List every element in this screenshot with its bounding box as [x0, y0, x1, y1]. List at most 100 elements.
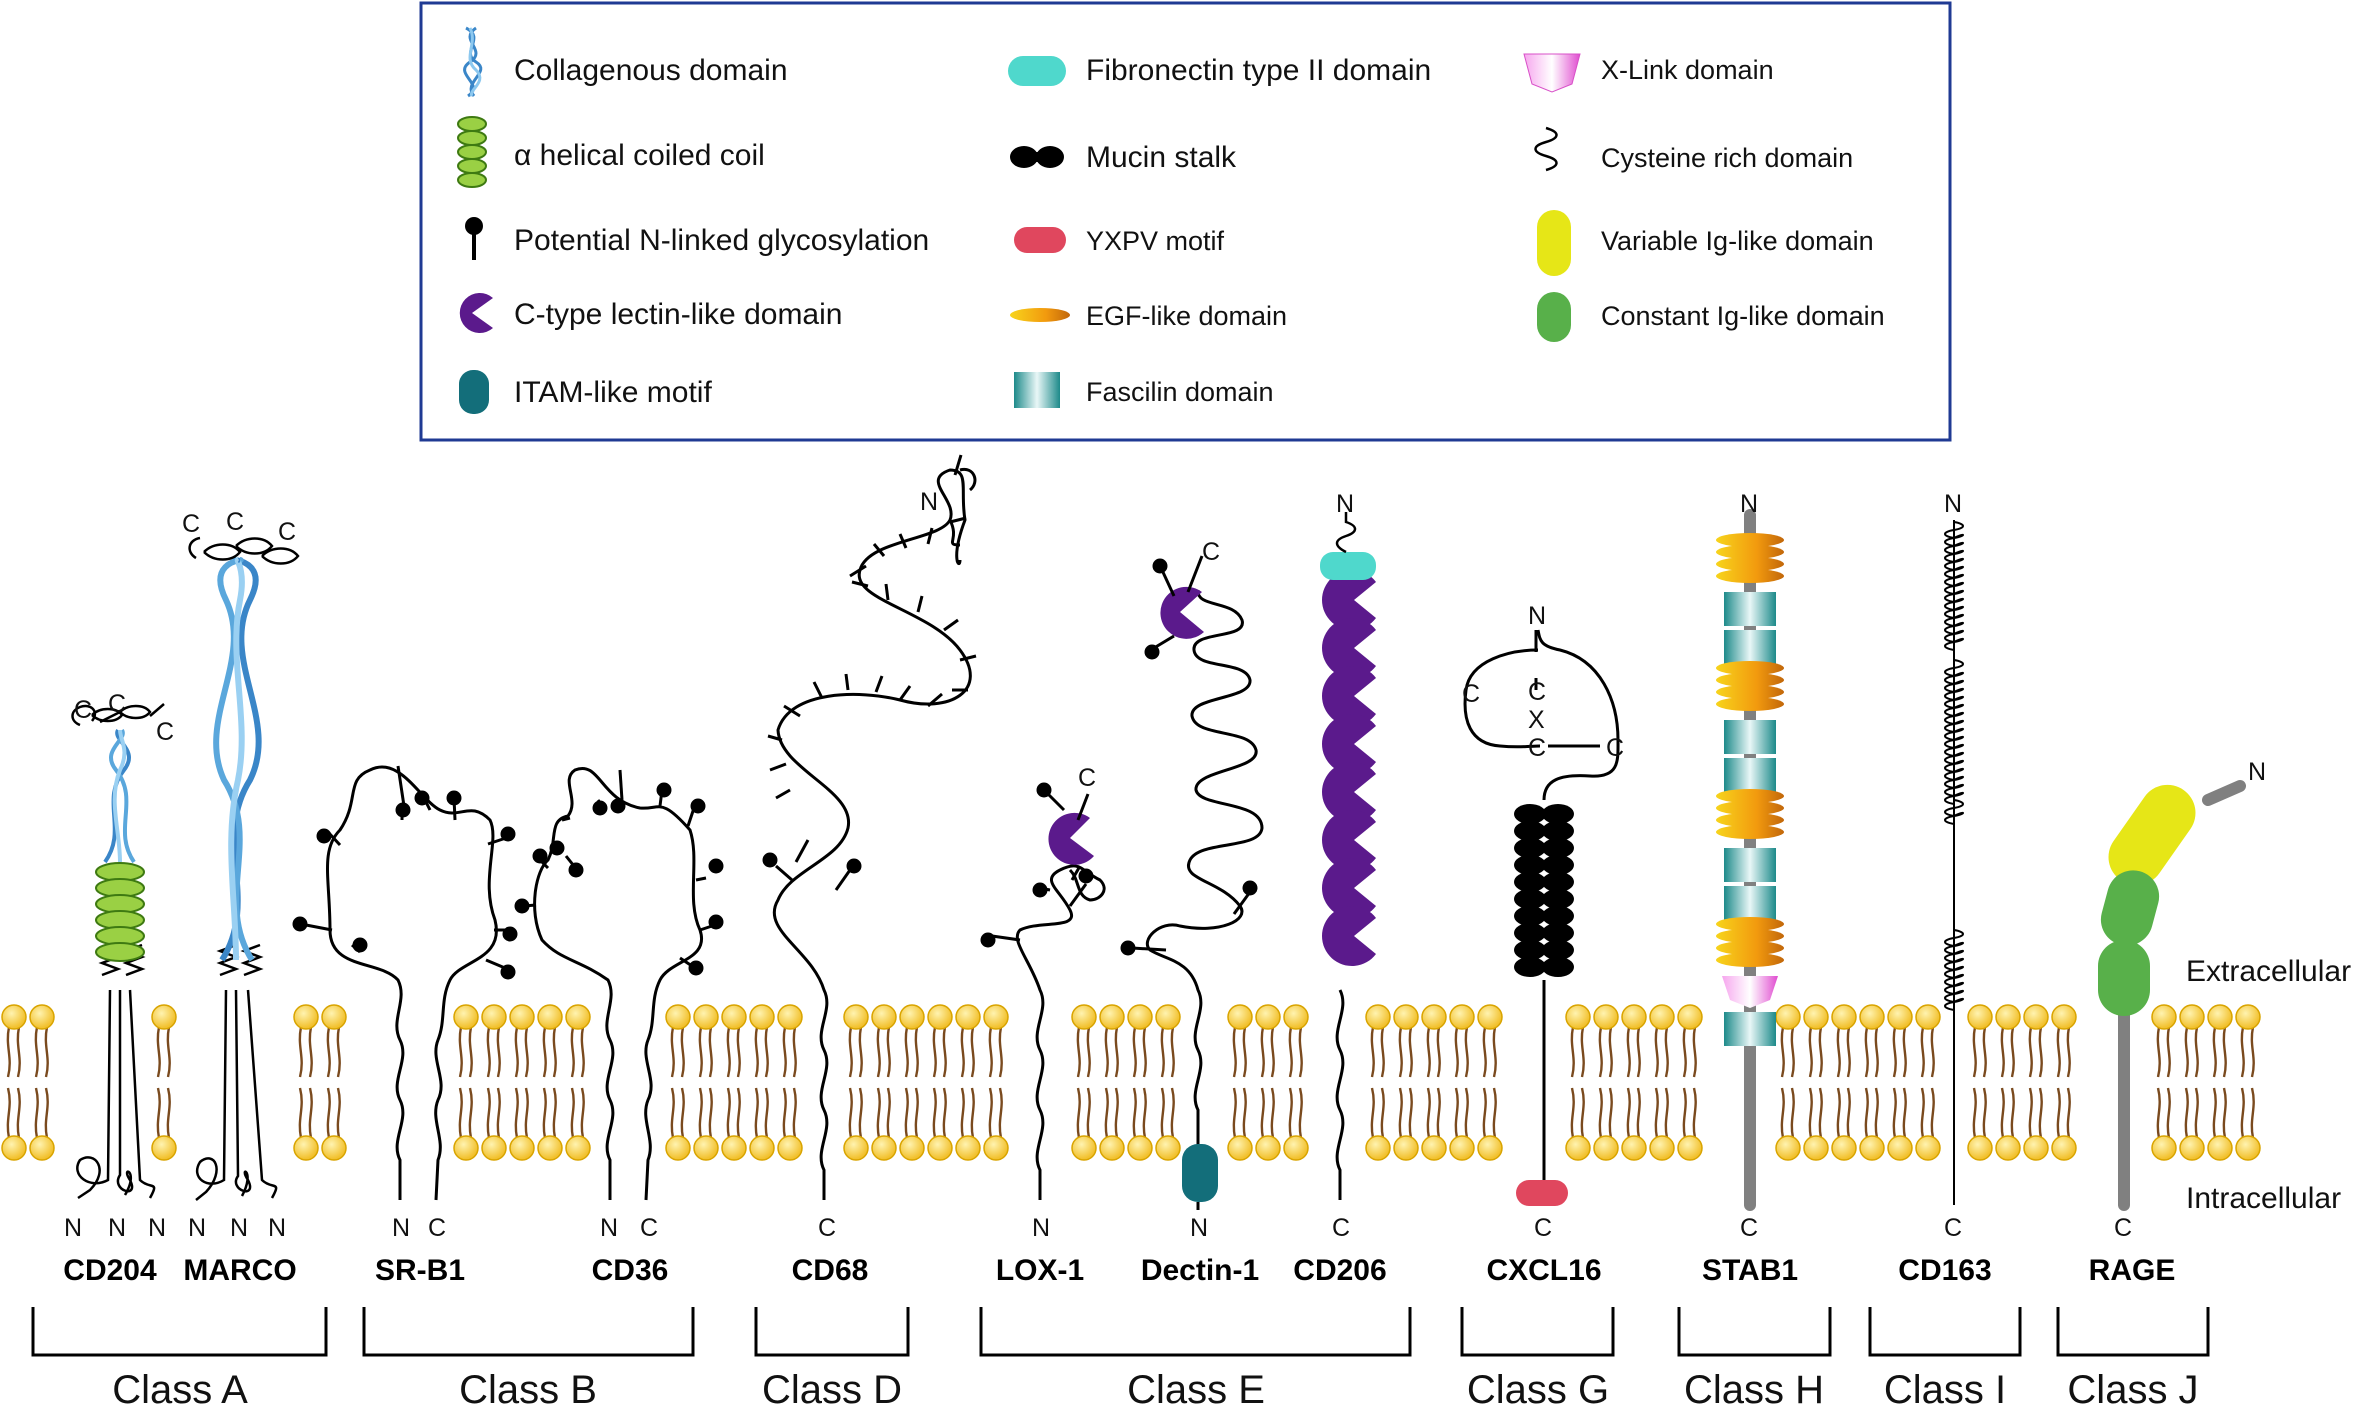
lipid-head-lower [1995, 1135, 2021, 1161]
lipid-tail-lower [1398, 1087, 1413, 1139]
lipid-tail-lower [1260, 1087, 1275, 1139]
lipid-tail-lower [782, 1087, 797, 1139]
lipid-head-upper [1127, 1004, 1153, 1030]
lipid-head-lower [1099, 1135, 1125, 1161]
lipid-head-upper [293, 1004, 319, 1030]
lipid-tail-lower [876, 1087, 891, 1139]
lipid-head-upper [2235, 1004, 2261, 1030]
cd204-coiled-coil [95, 862, 145, 962]
lipid-head-upper [899, 1004, 925, 1030]
receptor-name-lox-1: LOX-1 [996, 1254, 1084, 1287]
mucin-bead-left [1514, 957, 1546, 977]
lipid-tail-upper [1232, 1026, 1247, 1078]
lipid-tail-lower [2056, 1087, 2071, 1139]
lipid-tail-upper [2000, 1026, 2015, 1078]
lipid-head-upper [321, 1004, 347, 1030]
lipid-tail-lower [1132, 1087, 1147, 1139]
lipid-head-upper [1227, 1004, 1253, 1030]
lipid-head-upper [871, 1004, 897, 1030]
lipid-head-upper [955, 1004, 981, 1030]
mucin-bead-left [1514, 804, 1546, 824]
marco-n-terminal-2: N [230, 1214, 248, 1242]
lipid-head-lower [2179, 1135, 2205, 1161]
lipid-head-lower [693, 1135, 719, 1161]
lipid-tail-lower [2156, 1087, 2171, 1139]
class-labels: Class A Class B Class D Class E Class G … [112, 1368, 2198, 1407]
lipid-tail-upper [298, 1026, 313, 1078]
lipid-tail-upper [1398, 1026, 1413, 1078]
lipid-tail-lower [670, 1087, 685, 1139]
cd206-lectin-domain [1322, 906, 1376, 966]
pink-capsule-icon [1014, 227, 1066, 253]
lipid-head-lower [871, 1135, 897, 1161]
lipid-head-lower [749, 1135, 775, 1161]
lipid-head-lower [899, 1135, 925, 1161]
lipid-head-upper [565, 1004, 591, 1030]
lipid-tail-upper [1482, 1026, 1497, 1078]
stab1-fascilin-domain [1724, 758, 1776, 792]
cxcl16-c-4: C [1606, 734, 1624, 762]
receptor-name-cd36: CD36 [592, 1254, 669, 1287]
cxcl16-c-3: C [1528, 734, 1546, 762]
lipid-tail-upper [2240, 1026, 2255, 1078]
lipid-bilayer [1, 1004, 2261, 1161]
lipid-tail-upper [1864, 1026, 1879, 1078]
sr-b1-n-terminal: N [392, 1214, 410, 1242]
lipid-tail-lower [1654, 1087, 1669, 1139]
lipid-head-lower [1365, 1135, 1391, 1161]
stab1-fascilin-domain [1724, 592, 1776, 626]
lipid-tail-upper [1654, 1026, 1669, 1078]
lipid-tail-lower [960, 1087, 975, 1139]
green-coil-icon [457, 116, 487, 188]
lipid-tail-lower [34, 1087, 49, 1139]
lipid-tail-lower [698, 1087, 713, 1139]
cd163-srcr-repeat [1944, 521, 1964, 651]
cd204-n-terminal-1: N [64, 1214, 82, 1242]
lipid-tail-upper [1160, 1026, 1175, 1078]
lipid-tail-upper [458, 1026, 473, 1078]
receptor-name-sr-b1: SR-B1 [375, 1254, 465, 1287]
lipid-head-upper [777, 1004, 803, 1030]
lipid-tail-upper [988, 1026, 1003, 1078]
lipid-tail-upper [932, 1026, 947, 1078]
lipid-tail-lower [988, 1087, 1003, 1139]
lipid-tail-lower [1920, 1087, 1935, 1139]
lipid-tail-upper [1972, 1026, 1987, 1078]
mucin-bead-left [1514, 821, 1546, 841]
cxcl16-c-2: C [1528, 678, 1546, 706]
lipid-tail-lower [2184, 1087, 2199, 1139]
cd206-lectin-domain [1322, 714, 1376, 775]
legend-label-itam: ITAM-like motif [514, 376, 712, 409]
receptor-name-cd206: CD206 [1293, 1254, 1386, 1287]
cd163-cysteine-rich-domains [1944, 521, 1964, 1011]
lipid-head-upper [1, 1004, 27, 1030]
rage-constant-ig-domain-2 [2098, 940, 2150, 1016]
mucin-bead-left [1514, 889, 1546, 909]
lipid-head-lower [1593, 1135, 1619, 1161]
stab1-domain-stack [1716, 533, 1784, 1046]
squiggle-icon [1534, 126, 1558, 172]
yellow-oval-icon [1537, 210, 1571, 276]
lipid-tail-upper [1104, 1026, 1119, 1078]
lipid-head-lower [721, 1135, 747, 1161]
receptor-stab1: N C [1716, 490, 1784, 1242]
lipid-head-lower [1227, 1135, 1253, 1161]
lipid-head-upper [1565, 1004, 1591, 1030]
lipid-head-lower [1649, 1135, 1675, 1161]
lipid-head-upper [2023, 1004, 2049, 1030]
pink-pentagon-icon [1523, 53, 1581, 93]
lipid-tail-upper [156, 1026, 171, 1078]
stab1-fascilin-domain [1724, 886, 1776, 920]
cd206-lectin-domain [1322, 618, 1376, 679]
cxcl16-n-terminal: N [1528, 602, 1546, 630]
lipid-tail-upper [1570, 1026, 1585, 1078]
lipid-tail-upper [754, 1026, 769, 1078]
lipid-tail-lower [542, 1087, 557, 1139]
stab1-egf-domain [1716, 685, 1784, 699]
class-label-d: Class D [762, 1368, 902, 1407]
lipid-head-upper [1255, 1004, 1281, 1030]
lipid-tail-lower [514, 1087, 529, 1139]
receptor-cd68: N C [762, 454, 977, 1242]
class-label-j: Class J [2067, 1368, 2198, 1407]
